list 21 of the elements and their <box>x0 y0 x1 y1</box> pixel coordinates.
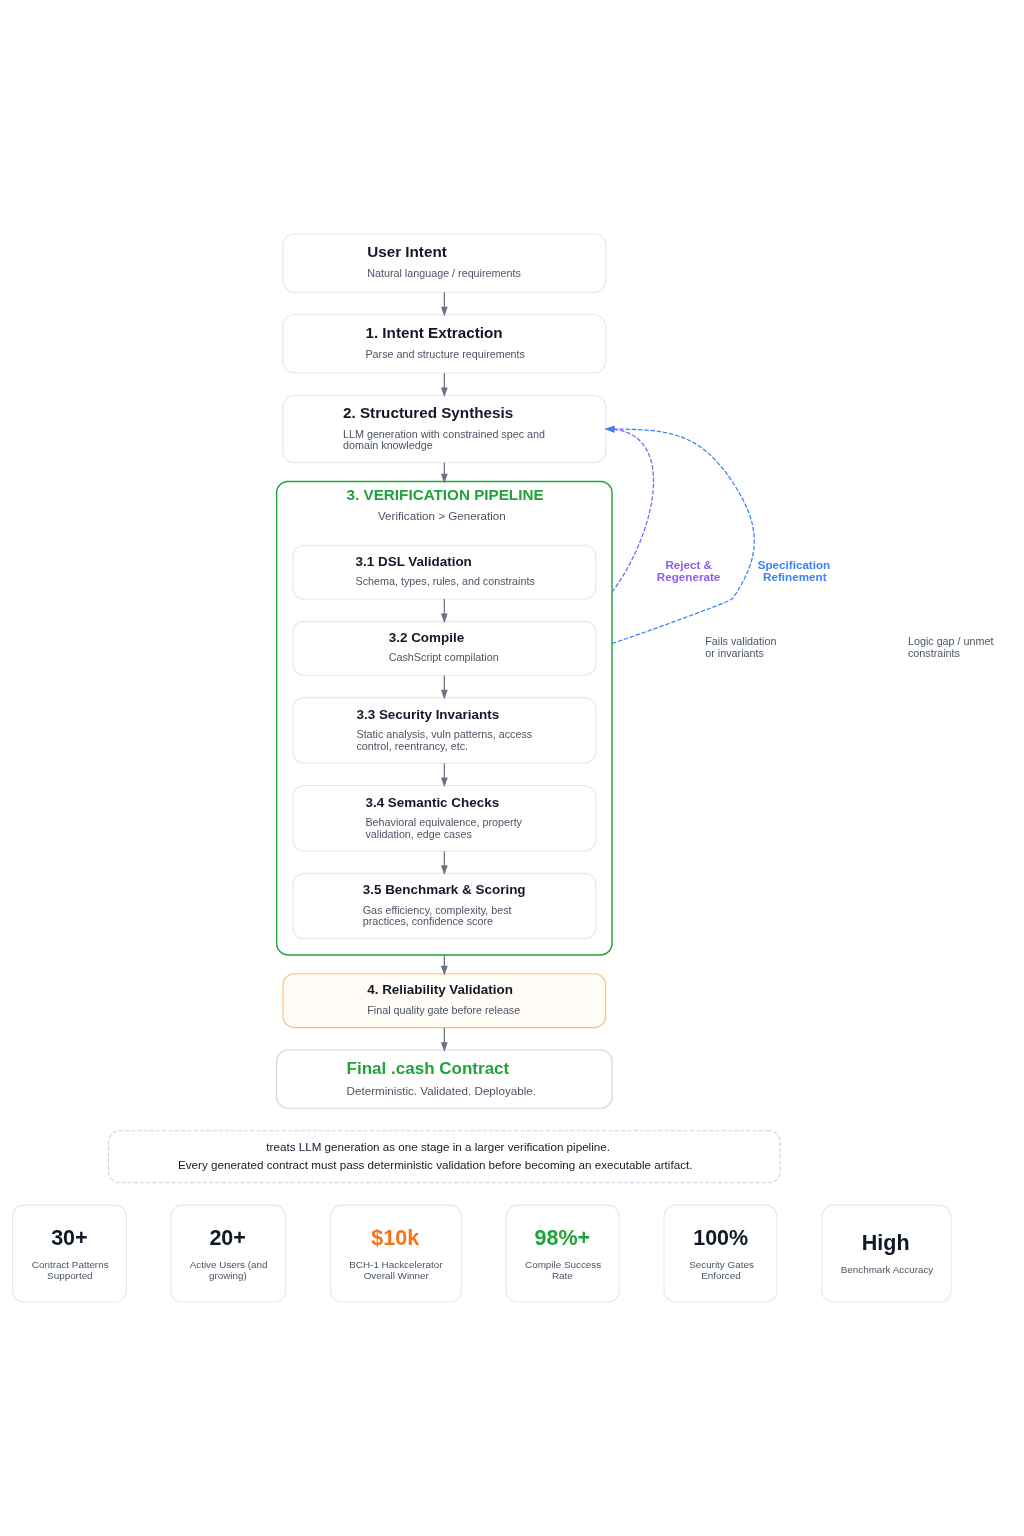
node-box: 20+ Active Users (and growing) <box>169 1204 286 1303</box>
label: Logic gap / unmet constraints <box>907 635 993 659</box>
node-box: 1. Intent Extraction Parse and structure requirements <box>281 314 606 374</box>
node-box: 30+ Contract Patterns Supported <box>11 1204 127 1303</box>
node-box: High Benchmark Accuracy <box>820 1204 952 1303</box>
node-box: 3.3 Security Invariants Static analysis, vuln patterns, access control, reentrancy, etc. <box>291 697 596 764</box>
node-box: 3.1 DSL Validation Schema, types, rules, and constraints <box>291 544 596 600</box>
node-box: 100% Security Gates Enforced <box>663 1204 778 1303</box>
node-box: Final .cash Contract Deterministic. Validated. Deployable. <box>275 1049 613 1109</box>
node-box: 3.5 Benchmark & Scoring Gas efficiency, complexity, best practices, confidence score <box>291 872 596 940</box>
node-box: User Intent Natural language / requirements <box>281 233 606 293</box>
node-box: 3.2 Compile CashScript compilation <box>291 620 596 676</box>
node-box: $10k BCH-1 Hackcelerator Overall Winner <box>329 1204 462 1303</box>
edge-label: Specification Refinement <box>757 557 830 583</box>
label: Fails validation or invariants <box>704 635 776 659</box>
edge-label: Reject & Regenerate <box>656 557 720 583</box>
node-box: 2. Structured Synthesis LLM generation with constrained spec and domain knowledge <box>281 394 606 464</box>
node-box: 98%+ Compile Success Rate <box>505 1204 620 1303</box>
node-box: 3.4 Semantic Checks Behavioral equivalence, property validation, edge cases <box>291 784 596 852</box>
node-box: 4. Reliability Validation Final quality gate before release <box>281 973 606 1029</box>
node-box: treats LLM generation as one stage in a larger verification pipeline. Every generated contract must pass deterministic validation before becoming an executable artifact. <box>107 1130 781 1184</box>
